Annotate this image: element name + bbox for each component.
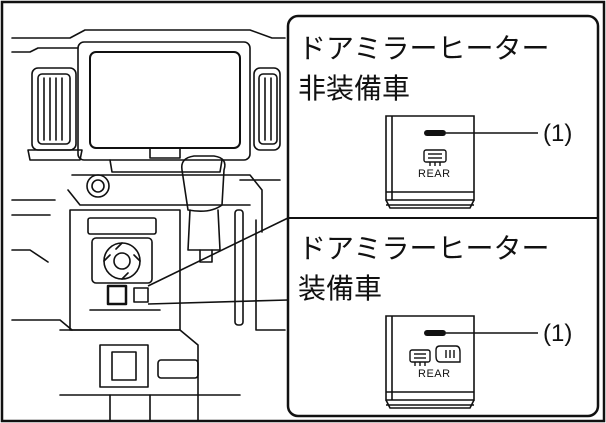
top-callout-label: (1) bbox=[543, 120, 573, 147]
bottom-rear-label: REAR bbox=[418, 368, 451, 380]
indicator-lamp bbox=[424, 130, 446, 136]
rear-defogger-icon bbox=[409, 349, 431, 366]
bottom-panel-title-line1: ドアミラーヒーター bbox=[298, 232, 550, 265]
dashboard-drawing bbox=[11, 29, 286, 421]
callout-box bbox=[286, 14, 600, 418]
top-panel-title-line2: 非装備車 bbox=[298, 72, 411, 105]
pointer-lines bbox=[147, 217, 289, 305]
top-switch bbox=[385, 115, 475, 209]
indicator-lamp bbox=[424, 330, 446, 336]
top-rear-label: REAR bbox=[418, 168, 451, 180]
bottom-panel-title-line2: 装備車 bbox=[298, 272, 383, 305]
bottom-switch bbox=[385, 315, 475, 409]
top-panel-title-line1: ドアミラーヒーター bbox=[298, 32, 550, 65]
mirror-heater-icon bbox=[435, 345, 461, 363]
bottom-callout-label: (1) bbox=[543, 320, 573, 347]
rear-defogger-icon bbox=[423, 149, 447, 166]
